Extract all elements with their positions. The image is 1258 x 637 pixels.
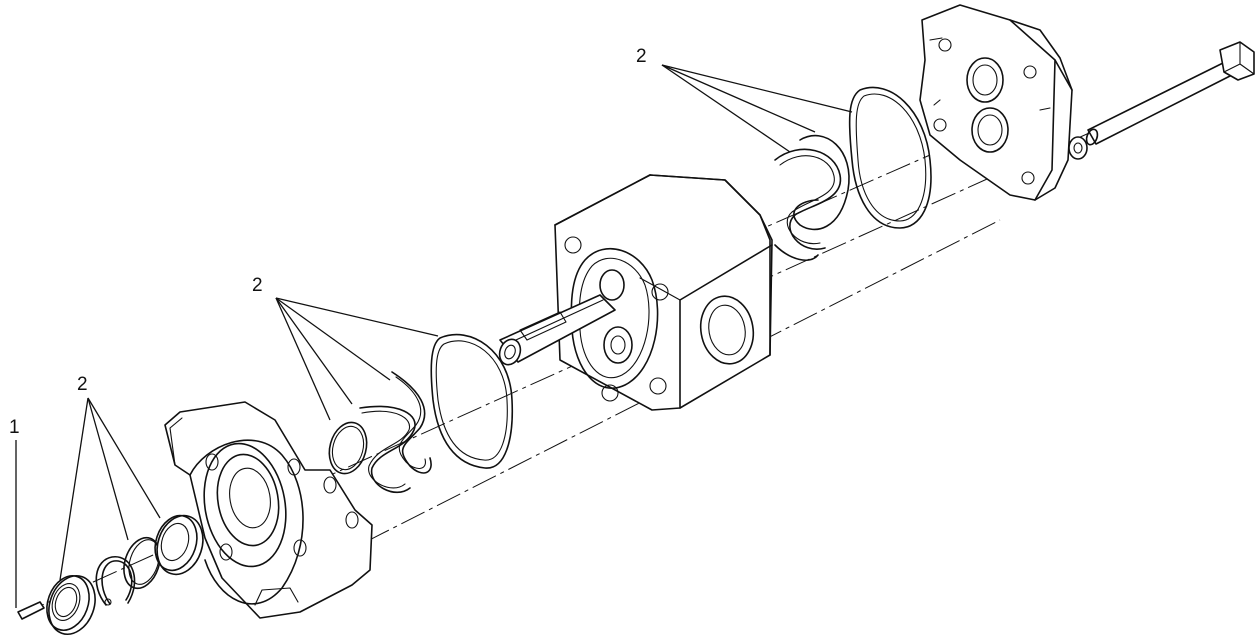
rear-seal-kit xyxy=(774,86,932,261)
front-seal-kit xyxy=(328,333,514,494)
backup-ring xyxy=(123,536,161,590)
front-flange xyxy=(164,401,373,619)
callouts: 1 2 2 2 xyxy=(9,46,647,438)
callout-1: 1 xyxy=(9,417,20,438)
bolt xyxy=(1068,41,1255,160)
callout-2-front: 2 xyxy=(77,374,88,395)
callout-2-rear-plate: 2 xyxy=(636,46,647,67)
key-part xyxy=(17,601,45,620)
pump-body xyxy=(498,174,773,411)
bushing-ring xyxy=(154,514,204,576)
callout-2-front-plate: 2 xyxy=(252,275,263,296)
shaft-seal xyxy=(46,575,96,635)
rear-cover xyxy=(919,4,1073,201)
callout-leaders xyxy=(15,64,853,608)
